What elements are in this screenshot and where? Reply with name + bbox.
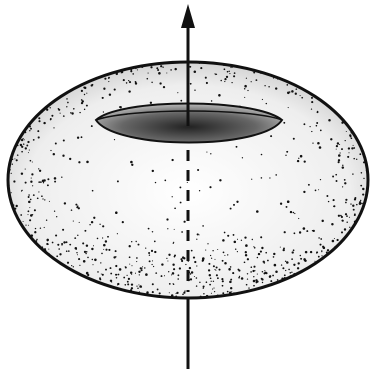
arrow-head-icon [181, 4, 195, 28]
